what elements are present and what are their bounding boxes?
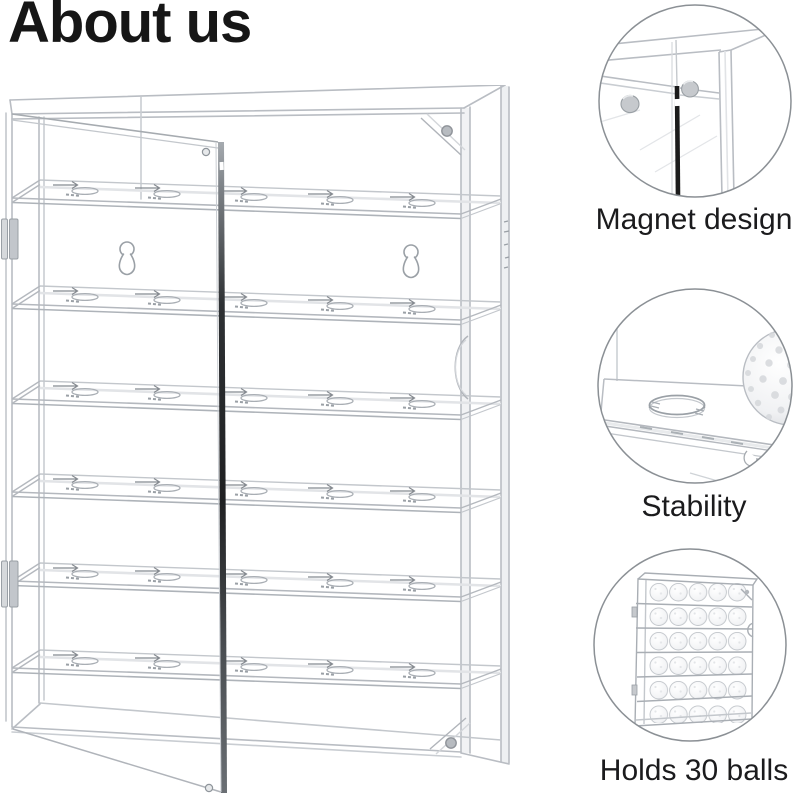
mini-case-hinges: [631, 606, 638, 696]
mini-case-frame: [634, 572, 759, 727]
stability-detail-illustration: [597, 288, 793, 484]
magnet-dots: [620, 80, 699, 114]
feature-label-capacity: Holds 30 balls: [599, 754, 789, 787]
display-case-illustration: [1, 85, 510, 793]
corner-braces: [420, 113, 471, 755]
stability-circle-border: [597, 288, 793, 484]
capacity-circle-border: [593, 548, 787, 742]
right-frame-front: [461, 108, 470, 753]
magnet-circle-border: [598, 4, 792, 198]
right-frame-back: [501, 86, 509, 763]
magnet-detail-illustration: [598, 4, 792, 198]
finger-notch-inner: [455, 339, 467, 396]
keyhole-mounts: [118, 241, 420, 279]
open-door: [11, 113, 227, 793]
door-hinges: [1, 218, 19, 608]
ball-hole: [648, 394, 706, 419]
page-title: About us: [8, 0, 252, 55]
shelf-edge: [598, 418, 782, 483]
capacity-detail-illustration: [593, 548, 787, 742]
feature-label-stability: Stability: [641, 490, 747, 523]
film-marks: [503, 220, 510, 269]
feature-label-magnet: Magnet design: [595, 203, 793, 236]
shelves: [12, 180, 501, 689]
